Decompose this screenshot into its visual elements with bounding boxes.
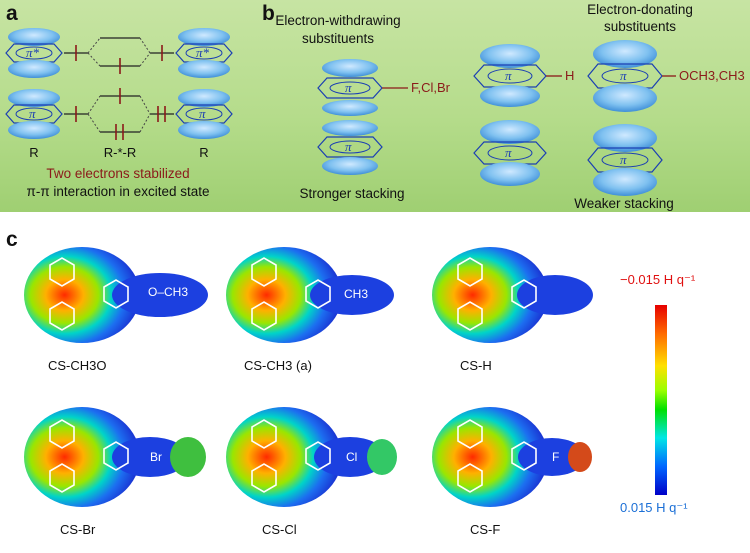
panel-a-diagram (5, 28, 233, 140)
substituent-label-6: F (552, 450, 560, 464)
ewg-caption: Stronger stacking (299, 186, 405, 201)
pi-label-h-top: π (505, 68, 512, 83)
pi-label-ewg-top: π (345, 80, 352, 95)
edg-title-line2: substituents (603, 19, 677, 34)
panel-letter-b: b (262, 2, 275, 25)
edg-stack (587, 40, 676, 196)
skeletal-structures (49, 257, 537, 493)
pi-label-right: π (199, 106, 206, 121)
col-label-mid: R-*-R (103, 145, 137, 160)
col-label-right: R (199, 145, 209, 160)
esp-map-cs-ch3 (226, 247, 394, 343)
edg-title-line1: Electron-donating (587, 2, 693, 17)
pi-label-edg-top: π (620, 68, 627, 83)
esp-map-cs-ch3o (24, 247, 208, 343)
molecule-label-3: CS-H (460, 358, 492, 373)
edg-caption: Weaker stacking (574, 196, 674, 211)
caption-a-line2: π-π interaction in excited state (26, 184, 210, 199)
ewg-substituent: F,Cl,Br (411, 80, 450, 95)
pi-label-edg-bottom: π (620, 152, 627, 167)
h-substituent: H (565, 68, 575, 83)
scale-top-label: −0.015 H q⁻¹ (620, 272, 696, 287)
edg-substituent: OCH3,CH3 (679, 68, 745, 83)
ewg-title-line2: substituents (301, 31, 375, 46)
substituent-label-4: Br (150, 450, 162, 464)
molecule-label-4: CS-Br (60, 522, 96, 537)
h-stack (473, 44, 562, 186)
pi-label-left: π (29, 106, 36, 121)
substituent-label-5: Cl (346, 450, 358, 464)
orbital-left-ground (5, 89, 63, 139)
pi-label-ewg-bottom: π (345, 139, 352, 154)
substituent-label-2: CH3 (344, 287, 369, 301)
esp-map-cs-h (432, 247, 593, 343)
ewg-title-line1: Electron-withdrawing (275, 13, 401, 28)
esp-color-scale (655, 305, 667, 495)
col-label-left: R (29, 145, 39, 160)
esp-map-cs-cl (226, 407, 397, 507)
molecule-label-6: CS-F (470, 522, 501, 537)
pi-label-h-bottom: π (505, 145, 512, 160)
molecule-label-2: CS-CH3 (a) (244, 358, 312, 373)
pi-star-label-right: π* (196, 45, 210, 60)
substituent-label-1: O–CH3 (148, 285, 189, 299)
panel-letter-c: c (6, 228, 18, 251)
panel-b-diagram (317, 40, 676, 196)
molecule-label-1: CS-CH3O (48, 358, 107, 373)
pi-star-label-left: π* (26, 45, 40, 60)
panel-letter-a: a (6, 2, 18, 25)
molecule-label-5: CS-Cl (262, 522, 297, 537)
ewg-stack (317, 59, 408, 175)
electron-spins (75, 45, 166, 140)
correlation-lines (87, 37, 151, 133)
orbital-left-excited (5, 28, 63, 78)
esp-maps (24, 247, 593, 507)
caption-a-line1: Two electrons stabilized (46, 166, 190, 181)
orbital-right-ground (175, 89, 233, 139)
esp-map-cs-br (24, 407, 206, 507)
orbital-right-excited (175, 28, 233, 78)
scale-bottom-label: 0.015 H q⁻¹ (620, 500, 688, 515)
